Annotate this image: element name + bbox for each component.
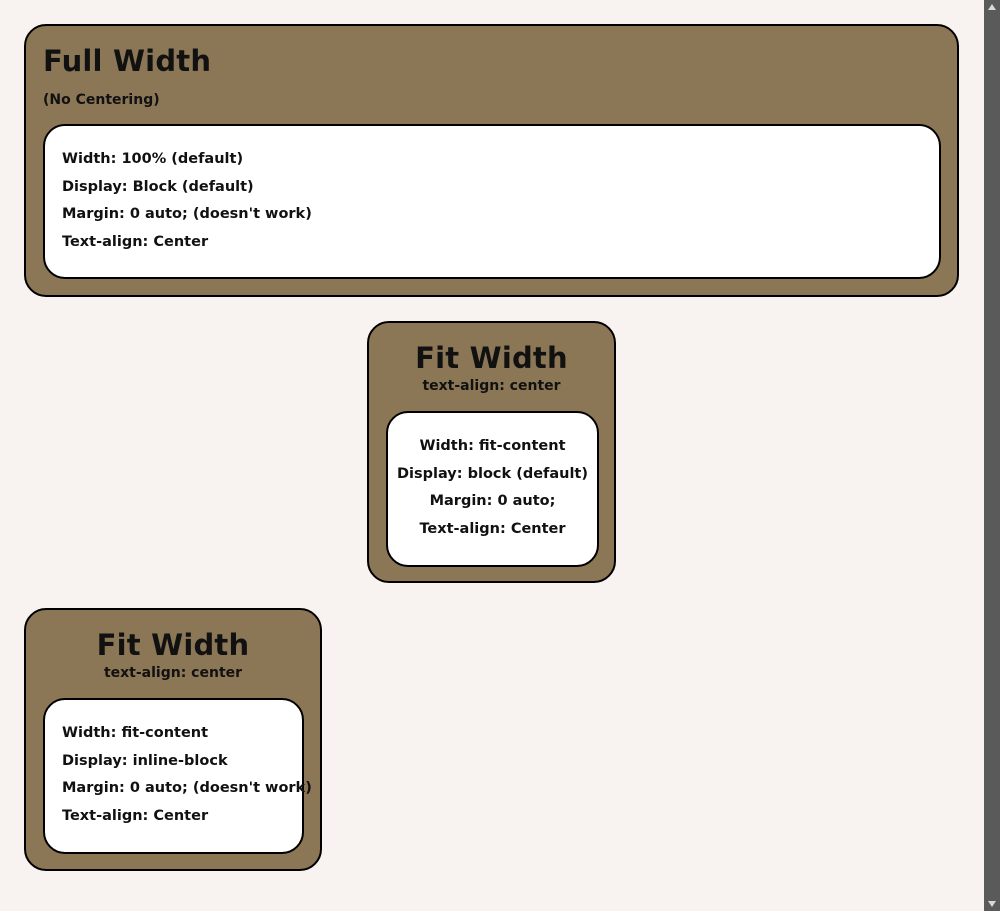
property-width: Width: fit-content <box>62 725 209 741</box>
panel-full-width: Full Width (No Centering) Width: 100% (d… <box>24 24 959 297</box>
property-display: Display: Block (default) <box>62 178 254 195</box>
property-width: Width: fit-content <box>419 438 566 454</box>
property-text-align: Text-align: Center <box>62 233 209 250</box>
panel-title: Fit Width <box>96 628 250 662</box>
triangle-down-icon[interactable] <box>988 901 996 907</box>
panel-fit-width-block: Fit Width text-align: center Width: fit-… <box>367 321 616 583</box>
vertical-scrollbar[interactable] <box>984 0 1000 911</box>
triangle-up-icon[interactable] <box>988 4 996 10</box>
property-display: Display: inline-block <box>62 752 228 769</box>
property-margin: Margin: 0 auto; (doesn't work) <box>62 780 312 796</box>
inner-box: Width: 100% (default) Display: Block (de… <box>43 124 941 279</box>
property-display: Display: block (default) <box>396 465 588 482</box>
panel-title: Full Width <box>43 44 212 78</box>
property-text-align: Text-align: Center <box>62 807 209 824</box>
panel-subtitle: text-align: center <box>103 665 243 681</box>
panel-subtitle: text-align: center <box>422 378 561 394</box>
panel-title: Fit Width <box>415 341 568 375</box>
property-text-align: Text-align: Center <box>419 520 566 537</box>
property-margin: Margin: 0 auto; <box>429 493 556 509</box>
panel-subtitle: (No Centering) <box>43 92 160 108</box>
inner-box: Width: fit-content Display: inline-block… <box>43 698 312 854</box>
panel-fit-width-inline-block: Fit Width text-align: center Width: fit-… <box>24 608 322 871</box>
inner-box: Width: fit-content Display: block (defau… <box>386 411 599 567</box>
property-margin: Margin: 0 auto; (doesn't work) <box>62 206 312 222</box>
property-width: Width: 100% (default) <box>62 151 244 167</box>
